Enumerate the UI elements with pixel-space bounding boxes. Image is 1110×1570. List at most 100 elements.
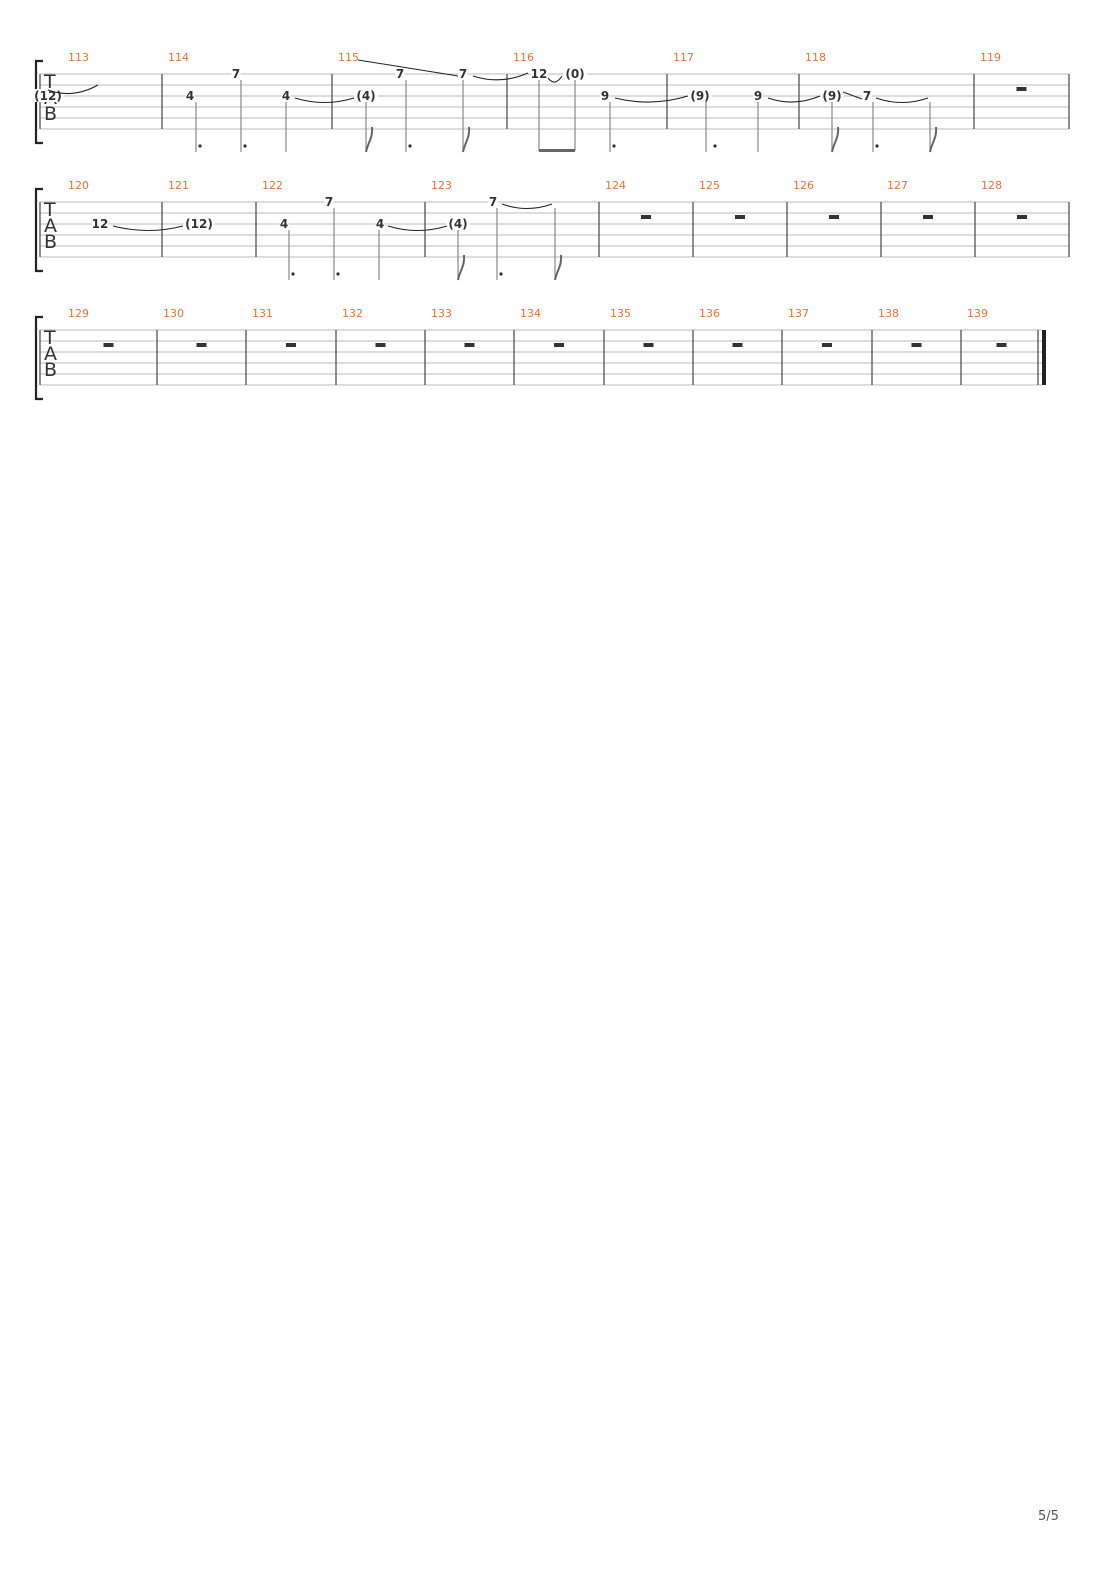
whole-rest bbox=[554, 343, 564, 347]
fret-number: (9) bbox=[822, 89, 841, 103]
tie-arc bbox=[767, 95, 821, 103]
tie-arc bbox=[47, 84, 99, 95]
tie-arc bbox=[387, 225, 448, 232]
tie-arc bbox=[472, 72, 529, 81]
fret-number: 4 bbox=[186, 89, 194, 103]
whole-rest bbox=[996, 343, 1007, 347]
system-bracket bbox=[34, 187, 43, 273]
measure-number: 121 bbox=[168, 179, 189, 192]
fret-number: 9 bbox=[601, 89, 609, 103]
fret-background bbox=[281, 89, 291, 102]
whole-rest bbox=[641, 215, 651, 219]
eighth-flag bbox=[554, 254, 563, 281]
duration-dot bbox=[713, 144, 717, 148]
whole-rest bbox=[732, 343, 743, 347]
fret-number: 7 bbox=[396, 67, 404, 81]
eighth-flag bbox=[365, 126, 374, 153]
whole-rest bbox=[822, 343, 832, 347]
measure-number: 135 bbox=[610, 307, 631, 320]
eighth-flag bbox=[457, 254, 466, 281]
measure-number: 114 bbox=[168, 51, 189, 64]
measure-number: 129 bbox=[68, 307, 89, 320]
whole-rest bbox=[103, 343, 114, 347]
whole-rest bbox=[911, 343, 922, 347]
duration-dot bbox=[291, 272, 295, 276]
measure-number: 131 bbox=[252, 307, 273, 320]
whole-rest bbox=[286, 343, 296, 347]
fret-number: (9) bbox=[690, 89, 709, 103]
fret-background bbox=[530, 67, 548, 80]
fret-number: 9 bbox=[754, 89, 762, 103]
measure-number: 134 bbox=[520, 307, 541, 320]
whole-rest bbox=[464, 343, 475, 347]
fret-background bbox=[231, 67, 241, 80]
measure-number: 118 bbox=[805, 51, 826, 64]
duration-dot bbox=[875, 144, 879, 148]
measure-number: 137 bbox=[788, 307, 809, 320]
fret-number: 7 bbox=[489, 195, 497, 209]
tie-arc bbox=[875, 97, 929, 104]
tab-clef-letter: A bbox=[44, 215, 57, 237]
measure-number: 115 bbox=[338, 51, 359, 64]
fret-background bbox=[91, 217, 109, 230]
whole-rest bbox=[1017, 215, 1027, 219]
fret-number: (4) bbox=[356, 89, 375, 103]
eighth-flag bbox=[831, 126, 840, 153]
whole-rest bbox=[1016, 87, 1027, 91]
fret-background bbox=[279, 217, 289, 230]
tie-arc bbox=[547, 75, 563, 83]
measure-number: 130 bbox=[163, 307, 184, 320]
fret-background bbox=[488, 195, 498, 208]
whole-rest bbox=[829, 215, 839, 219]
fret-background bbox=[395, 67, 405, 80]
fret-number: 7 bbox=[459, 67, 467, 81]
tie-arc bbox=[112, 225, 184, 231]
fret-background bbox=[324, 195, 334, 208]
duration-dot bbox=[499, 272, 503, 276]
duration-dot bbox=[612, 144, 616, 148]
measure-number: 139 bbox=[967, 307, 988, 320]
slide-line bbox=[357, 59, 459, 77]
tab-clef-letter: B bbox=[44, 231, 57, 253]
fret-background bbox=[185, 89, 195, 102]
tab-clef-letter: T bbox=[43, 199, 56, 221]
fret-background bbox=[563, 67, 587, 80]
tie-arc bbox=[614, 95, 689, 103]
tab-clef-letter: B bbox=[44, 359, 57, 381]
fret-background bbox=[354, 89, 378, 102]
fret-number: 4 bbox=[280, 217, 288, 231]
whole-rest bbox=[375, 343, 386, 347]
fret-background bbox=[446, 217, 470, 230]
measure-number: 127 bbox=[887, 179, 908, 192]
whole-rest bbox=[643, 343, 654, 347]
tab-clef-letter: A bbox=[44, 343, 57, 365]
tab-clef-letter: T bbox=[43, 327, 56, 349]
fret-number: 7 bbox=[325, 195, 333, 209]
fret-number: (4) bbox=[448, 217, 467, 231]
tab-clef-letter: T bbox=[43, 71, 56, 93]
fret-background bbox=[375, 217, 385, 230]
measure-number: 116 bbox=[513, 51, 534, 64]
measure-number: 123 bbox=[431, 179, 452, 192]
fret-number: (12) bbox=[34, 89, 62, 103]
fret-number: 12 bbox=[92, 217, 109, 231]
duration-dot bbox=[243, 144, 247, 148]
duration-dot bbox=[198, 144, 202, 148]
fret-background bbox=[862, 89, 872, 102]
fret-background bbox=[820, 89, 844, 102]
measure-number: 125 bbox=[699, 179, 720, 192]
whole-rest bbox=[196, 343, 207, 347]
fret-number: (0) bbox=[565, 67, 584, 81]
system-bracket bbox=[34, 315, 43, 401]
measure-number: 126 bbox=[793, 179, 814, 192]
fret-background bbox=[600, 89, 610, 102]
measure-number: 133 bbox=[431, 307, 452, 320]
fret-background bbox=[688, 89, 712, 102]
measure-number: 136 bbox=[699, 307, 720, 320]
measure-number: 124 bbox=[605, 179, 626, 192]
fret-number: 4 bbox=[282, 89, 290, 103]
fret-number: 7 bbox=[232, 67, 240, 81]
measure-number: 120 bbox=[68, 179, 89, 192]
eighth-flag bbox=[462, 126, 471, 153]
